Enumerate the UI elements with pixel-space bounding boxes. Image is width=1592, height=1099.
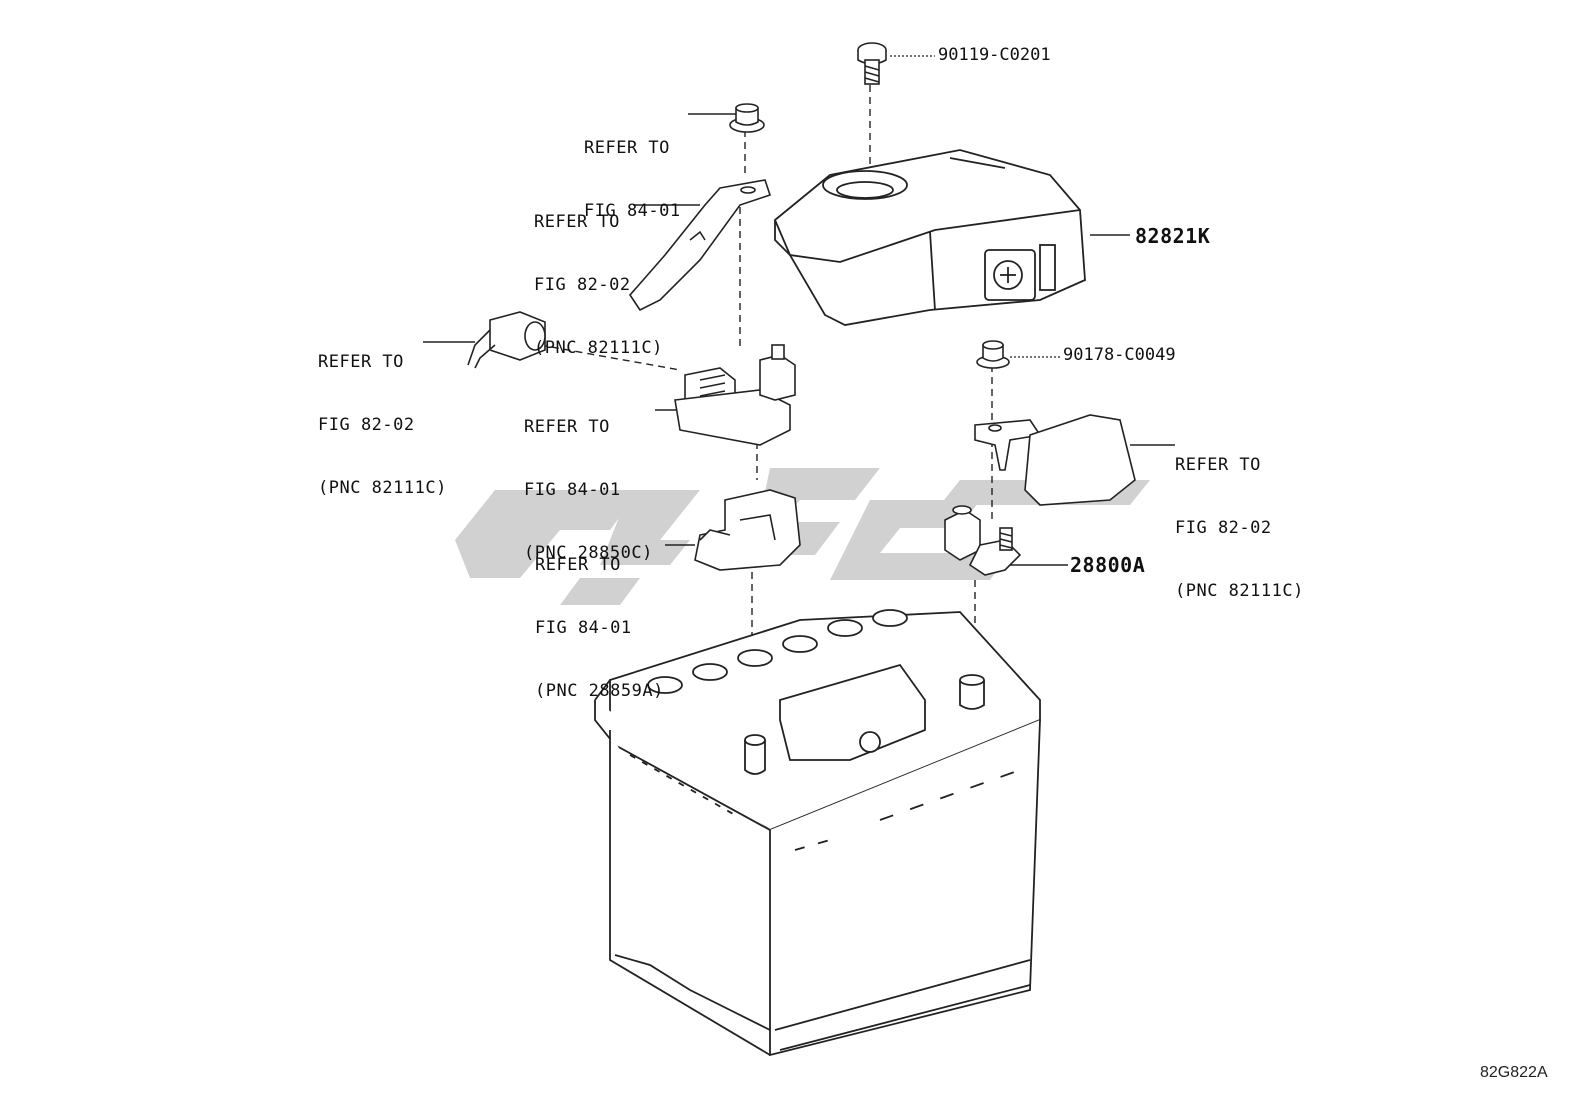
reference-line: FIG 84-01 <box>535 618 632 638</box>
battery-icon <box>594 609 1041 1057</box>
reference-line: FIG 82-02 <box>1175 518 1272 538</box>
reference-line: FIG 82-02 <box>534 275 631 295</box>
reference-line: REFER TO <box>535 555 621 575</box>
cable-bracket-icon <box>628 179 772 312</box>
reference-line: REFER TO <box>1175 455 1261 475</box>
reference-line: (PNC 28859A) <box>535 681 664 701</box>
reference-sensor[interactable]: REFER TO FIG 84-01 (PNC 28850C) <box>524 375 653 585</box>
reference-bracket[interactable]: REFER TO FIG 82-02 (PNC 82111C) <box>534 170 663 380</box>
sensor-holder-icon <box>694 489 801 571</box>
reference-line: FIG 84-01 <box>524 480 621 500</box>
dotted-leaders <box>890 55 1060 358</box>
reference-line: (PNC 82111C) <box>1175 581 1304 601</box>
reference-line: REFER TO <box>318 352 404 372</box>
cable-terminal-icon <box>974 414 1136 506</box>
reference-line: (PNC 28850C) <box>524 543 653 563</box>
part-number-bolt[interactable]: 90119-C0201 <box>938 45 1051 65</box>
reference-line: (PNC 82111C) <box>318 478 447 498</box>
reference-holder[interactable]: REFER TO FIG 84-01 (PNC 28859A) <box>535 513 664 723</box>
solid-leaders <box>423 113 1175 566</box>
reference-line: REFER TO <box>524 417 610 437</box>
reference-line: (PNC 82111C) <box>534 338 663 358</box>
reference-line: REFER TO <box>584 138 670 158</box>
diagram-code: 82G822A <box>1480 1064 1548 1081</box>
terminal-clamp-icon <box>944 505 1022 576</box>
reference-line: FIG 82-02 <box>318 415 415 435</box>
battery-sensor-icon <box>674 344 796 446</box>
battery-cover-icon <box>774 149 1086 326</box>
part-number-battery-cover[interactable]: 82821K <box>1135 224 1211 248</box>
part-number-terminal-nut[interactable]: 90178-C0049 <box>1063 345 1176 365</box>
reference-cable[interactable]: REFER TO FIG 82-02 (PNC 82111C) <box>1175 413 1304 623</box>
connector-plug-icon <box>467 311 546 369</box>
bolt-icon <box>857 42 887 85</box>
terminal-nut-icon <box>976 340 1010 369</box>
reference-line: FIG 84-01 <box>584 201 681 221</box>
flange-nut-icon <box>729 103 765 133</box>
part-number-terminal-clamp[interactable]: 28800A <box>1070 553 1146 577</box>
reference-top-nut[interactable]: REFER TO FIG 84-01 <box>584 96 681 243</box>
reference-line: REFER TO <box>534 212 620 232</box>
reference-connector[interactable]: REFER TO FIG 82-02 (PNC 82111C) <box>318 310 447 520</box>
